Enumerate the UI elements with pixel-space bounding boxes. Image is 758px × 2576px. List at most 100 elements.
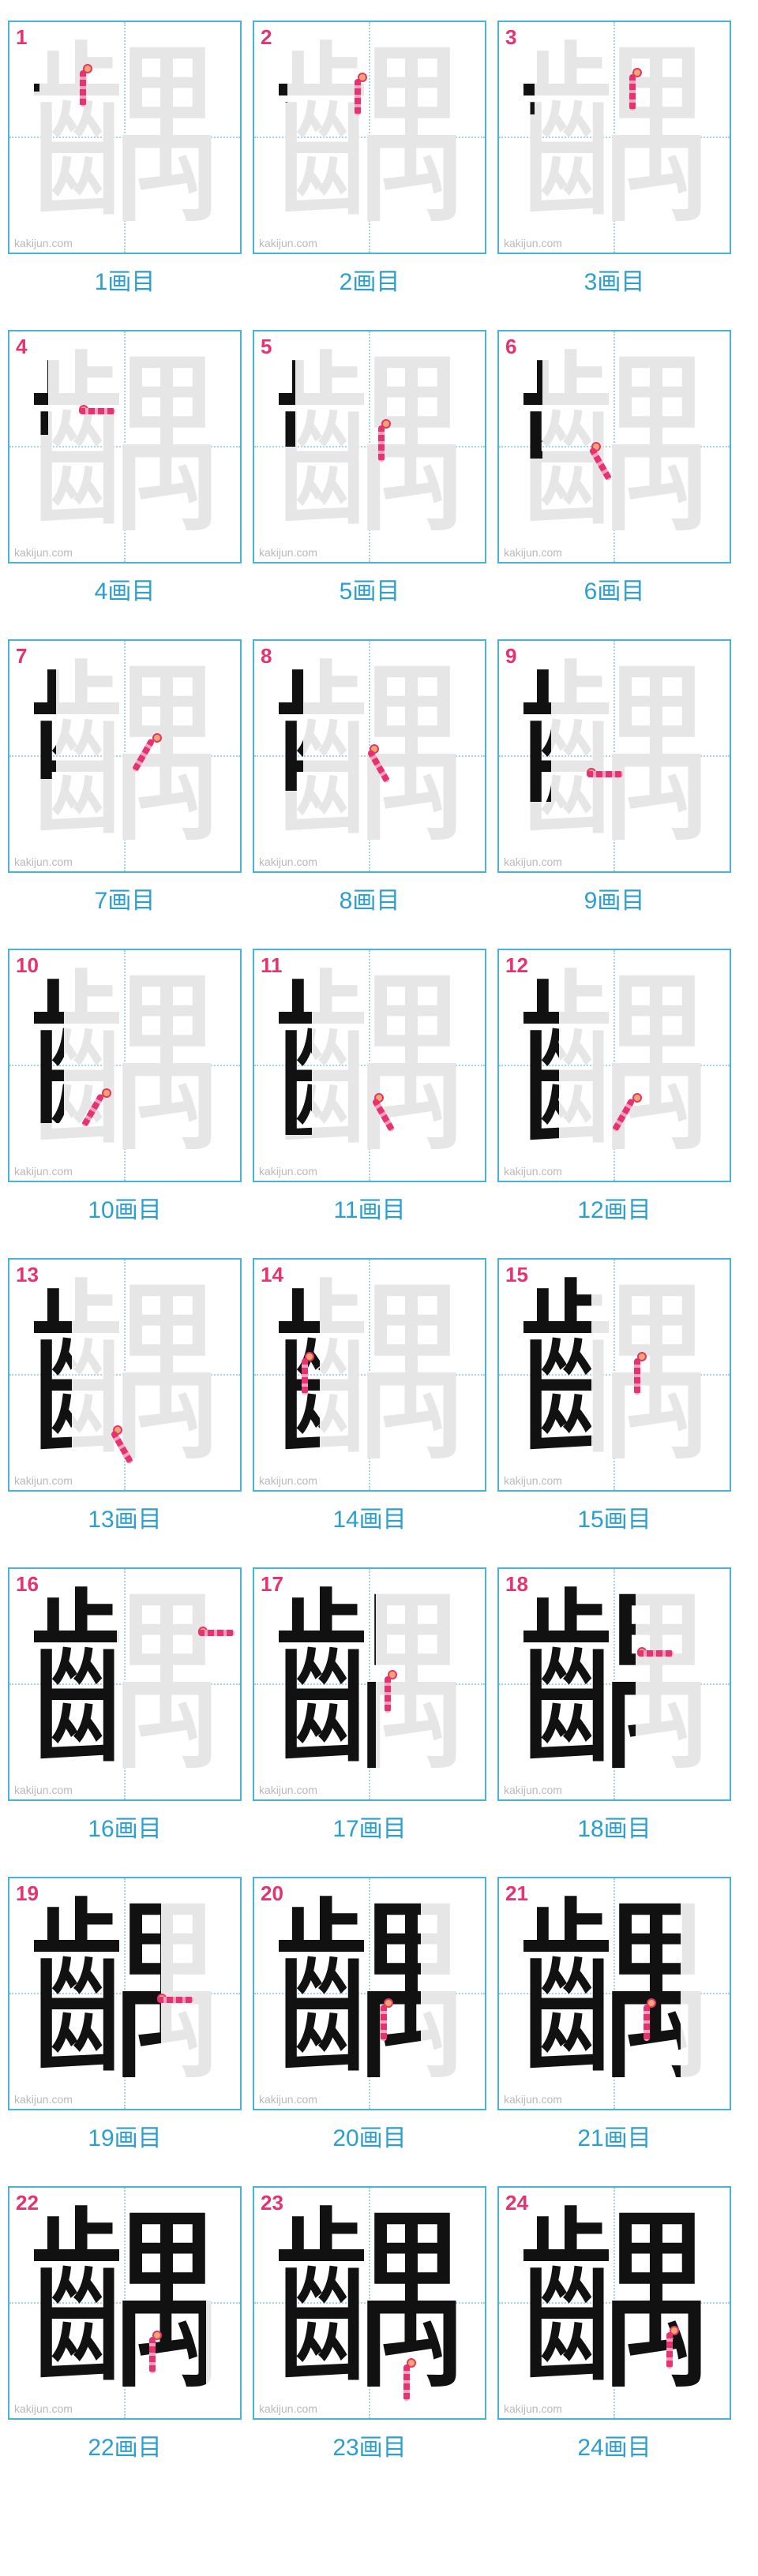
horizontal-guide-line bbox=[9, 1683, 240, 1685]
stroke-caption: 13画目 bbox=[88, 1507, 162, 1533]
ghost-character: 齵 bbox=[516, 22, 713, 252]
horizontal-guide-line bbox=[254, 2302, 485, 2304]
horizontal-guide-line bbox=[254, 1993, 485, 1994]
site-watermark: kakijun.com bbox=[259, 2093, 317, 2106]
site-watermark: kakijun.com bbox=[504, 546, 562, 559]
site-watermark: kakijun.com bbox=[504, 1474, 562, 1487]
horizontal-guide-line bbox=[9, 1374, 240, 1376]
drawn-strokes: 齵 bbox=[254, 950, 312, 1136]
horizontal-guide-line bbox=[499, 1993, 730, 1994]
drawn-strokes: 齵 bbox=[499, 1260, 591, 1490]
stroke-caption: 15画目 bbox=[577, 1507, 651, 1533]
drawn-strokes: 齵 bbox=[499, 950, 559, 1147]
site-watermark: kakijun.com bbox=[504, 2402, 562, 2415]
stroke-number: 16 bbox=[16, 1572, 39, 1596]
horizontal-guide-line bbox=[9, 1065, 240, 1066]
character-glyph: 齵 bbox=[254, 950, 312, 1136]
stroke-panel: 齵齵17kakijun.com bbox=[253, 1567, 486, 1801]
drawn-strokes: 齵 bbox=[499, 331, 542, 459]
stroke-number: 20 bbox=[261, 1881, 283, 1905]
stroke-number: 3 bbox=[505, 25, 517, 49]
ghost-character: 齵 bbox=[271, 22, 468, 252]
horizontal-guide-line bbox=[499, 1374, 730, 1376]
character-glyph: 齵 bbox=[499, 1878, 681, 2109]
character-glyph: 齵 bbox=[516, 2188, 713, 2417]
ghost-character: 齵 bbox=[26, 2188, 223, 2417]
site-watermark: kakijun.com bbox=[14, 237, 73, 249]
character-glyph: 齵 bbox=[254, 1569, 376, 1799]
stroke-caption: 21画目 bbox=[577, 2125, 651, 2151]
stroke-caption: 22画目 bbox=[88, 2435, 162, 2461]
ghost-character: 齵 bbox=[271, 2188, 468, 2417]
horizontal-guide-line bbox=[254, 1683, 485, 1685]
drawn-strokes: 齵 bbox=[499, 1569, 636, 1799]
stroke-panel: 齵齵5kakijun.com bbox=[253, 330, 486, 564]
current-stroke-highlight bbox=[79, 408, 115, 414]
character-glyph: 齵 bbox=[26, 2188, 206, 2417]
stroke-panel: 齵齵21kakijun.com bbox=[497, 1877, 731, 2110]
stroke-number: 6 bbox=[505, 335, 517, 358]
character-glyph: 齵 bbox=[254, 1260, 320, 1478]
stroke-caption: 5画目 bbox=[339, 578, 400, 605]
ghost-character: 齵 bbox=[271, 1569, 468, 1799]
ghost-character: 齵 bbox=[271, 950, 468, 1180]
character-glyph: 齵 bbox=[9, 22, 39, 92]
horizontal-guide-line bbox=[254, 1374, 485, 1376]
character-glyph: 齵 bbox=[499, 331, 542, 459]
current-stroke-highlight bbox=[355, 79, 361, 115]
stroke-panel: 齵齵6kakijun.com bbox=[497, 330, 731, 564]
current-stroke-highlight bbox=[666, 2332, 673, 2368]
stroke-caption: 8画目 bbox=[339, 888, 400, 914]
current-stroke-highlight bbox=[381, 2005, 387, 2041]
stroke-number: 11 bbox=[261, 953, 283, 977]
current-stroke-highlight bbox=[80, 70, 86, 107]
stroke-number: 18 bbox=[505, 1572, 528, 1596]
horizontal-guide-line bbox=[9, 446, 240, 447]
current-stroke-highlight bbox=[198, 1630, 235, 1636]
ghost-character: 齵 bbox=[516, 641, 713, 871]
stroke-number: 1 bbox=[16, 25, 28, 49]
stroke-step-cell: 齵齵21kakijun.com 21画目 bbox=[490, 1856, 731, 2166]
stroke-start-dot-icon bbox=[102, 1088, 111, 1098]
stroke-caption: 2画目 bbox=[339, 269, 400, 295]
stroke-panel: 齵齵19kakijun.com bbox=[8, 1877, 242, 2110]
character-glyph: 齵 bbox=[9, 1569, 117, 1799]
ghost-character: 齵 bbox=[516, 1878, 713, 2108]
stroke-panel: 齵齵4kakijun.com bbox=[8, 330, 242, 564]
stroke-caption: 10画目 bbox=[88, 1197, 162, 1223]
current-stroke-highlight bbox=[385, 1676, 391, 1713]
ghost-character: 齵 bbox=[26, 1878, 223, 2108]
site-watermark: kakijun.com bbox=[14, 546, 73, 559]
character-glyph: 齵 bbox=[9, 641, 56, 780]
stroke-number: 24 bbox=[505, 2191, 528, 2215]
stroke-number: 12 bbox=[505, 953, 528, 977]
stroke-caption: 9画目 bbox=[584, 888, 645, 914]
current-stroke-highlight bbox=[644, 2005, 650, 2041]
horizontal-guide-line bbox=[499, 2302, 730, 2304]
stroke-panel: 齵齵7kakijun.com bbox=[8, 639, 242, 873]
current-stroke-highlight bbox=[403, 2364, 410, 2401]
stroke-panel: 齵齵11kakijun.com bbox=[253, 949, 486, 1182]
stroke-number: 7 bbox=[16, 644, 28, 668]
drawn-strokes: 齵 bbox=[9, 1569, 117, 1799]
stroke-caption: 4画目 bbox=[94, 578, 156, 605]
stroke-caption: 6画目 bbox=[584, 578, 645, 605]
stroke-number: 19 bbox=[16, 1881, 39, 1905]
site-watermark: kakijun.com bbox=[14, 856, 73, 868]
ghost-character: 齵 bbox=[516, 1260, 713, 1489]
drawn-strokes: 齵 bbox=[499, 2188, 730, 2418]
site-watermark: kakijun.com bbox=[259, 2402, 317, 2415]
ghost-character: 齵 bbox=[26, 22, 223, 252]
